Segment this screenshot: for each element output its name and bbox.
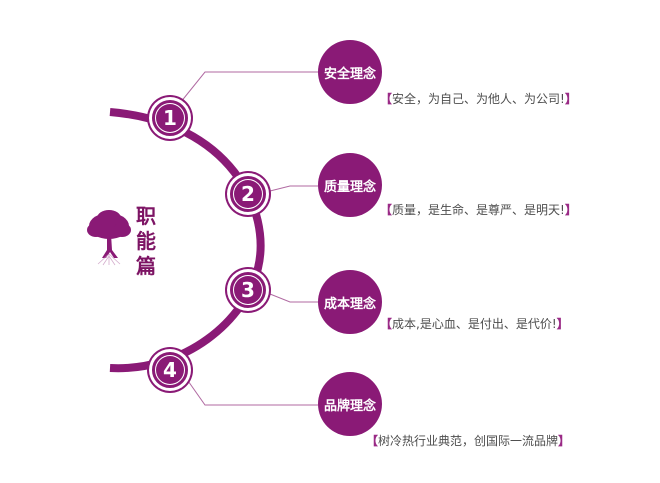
concept-desc-safety: 【安全，为自己、为他人、为公司!】 xyxy=(380,90,577,107)
bracket-open: 【 xyxy=(380,92,393,106)
step-badge-2: 2 xyxy=(230,176,266,212)
step-number-1: 1 xyxy=(156,104,184,132)
bracket-open: 【 xyxy=(380,203,393,217)
title-char-1: 职 xyxy=(136,204,156,228)
desc-text-cost: 成本,是心血、是付出、是代价! xyxy=(392,317,557,331)
desc-text-quality: 质量，是生命、是尊严、是明天! xyxy=(392,203,565,217)
concept-bubble-brand: 品牌理念 xyxy=(318,372,382,436)
step-number-3: 3 xyxy=(234,276,262,304)
tree-icon xyxy=(87,210,131,266)
step-badge-1: 1 xyxy=(152,100,188,136)
bracket-close: 】 xyxy=(564,92,577,106)
connector-line-2 xyxy=(261,185,318,194)
bracket-open: 【 xyxy=(380,317,393,331)
concept-bubble-safety: 安全理念 xyxy=(318,40,382,104)
title-char-2: 能 xyxy=(136,229,156,253)
bracket-close: 】 xyxy=(564,203,577,217)
concept-desc-quality: 【质量，是生命、是尊严、是明天!】 xyxy=(380,201,577,218)
concept-bubble-quality: 质量理念 xyxy=(318,153,382,217)
connector-line-3 xyxy=(264,291,318,303)
bracket-open: 【 xyxy=(366,434,379,448)
desc-text-safety: 安全，为自己、为他人、为公司! xyxy=(392,92,565,106)
step-badge-3: 3 xyxy=(230,272,266,308)
concept-desc-cost: 【成本,是心血、是付出、是代价!】 xyxy=(380,315,569,332)
concept-bubble-cost: 成本理念 xyxy=(318,270,382,334)
connector-line-1 xyxy=(175,71,318,109)
bracket-close: 】 xyxy=(558,434,571,448)
title-char-3: 篇 xyxy=(136,254,156,278)
desc-text-brand: 树冷热行业典范，创国际一流品牌 xyxy=(378,434,559,448)
step-number-4: 4 xyxy=(156,356,184,384)
step-badge-4: 4 xyxy=(152,352,188,388)
concept-desc-brand: 【树冷热行业典范，创国际一流品牌】 xyxy=(366,432,570,449)
connector-line-4 xyxy=(185,377,318,406)
step-number-2: 2 xyxy=(234,180,262,208)
bracket-close: 】 xyxy=(556,317,569,331)
